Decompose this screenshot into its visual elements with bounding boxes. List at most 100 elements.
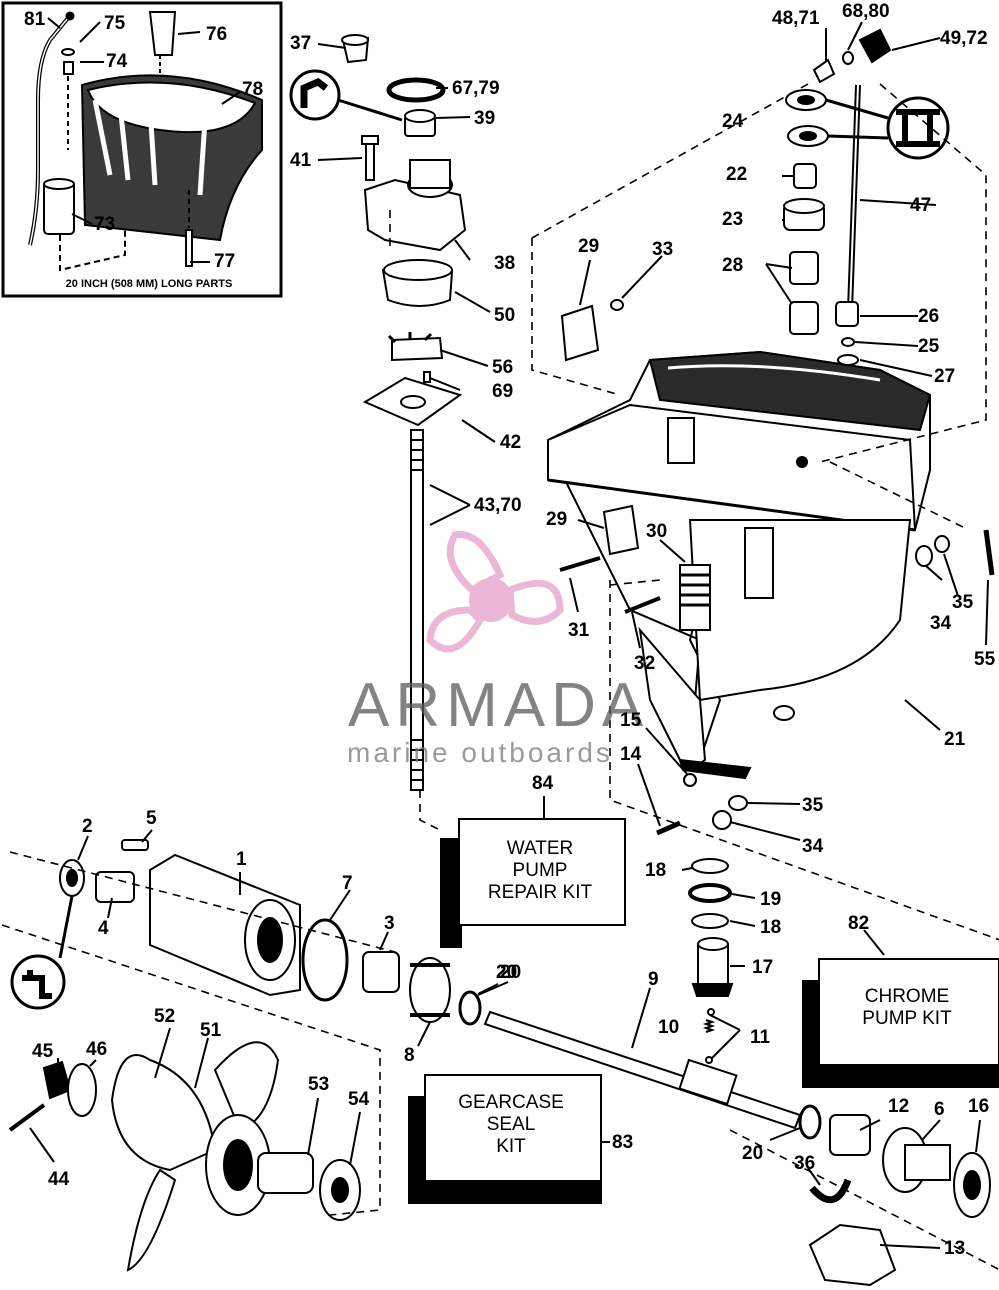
part-label-6: 6 <box>934 1099 945 1120</box>
part-label-76: 76 <box>206 24 228 45</box>
inset-grommet-75-74 <box>61 48 75 150</box>
kit-83-box: GEARCASE SEAL KIT <box>408 1074 602 1204</box>
part-label-28: 28 <box>722 255 744 276</box>
part-label-18-lower: 18 <box>760 917 782 938</box>
part-label-74: 74 <box>106 51 128 72</box>
part-label-10: 10 <box>658 1017 680 1038</box>
part-label-3: 3 <box>384 913 395 934</box>
kit-84-box: WATER PUMP REPAIR KIT <box>440 818 626 948</box>
kit-84-line-1: WATER <box>506 838 574 859</box>
inset-screw-77 <box>185 190 193 267</box>
part-label-37: 37 <box>290 33 312 54</box>
part-label-12: 12 <box>888 1096 910 1117</box>
part-label-53: 53 <box>308 1074 330 1095</box>
part-label-31: 31 <box>568 620 590 641</box>
part-label-25: 25 <box>918 336 940 357</box>
part-label-26: 26 <box>918 306 940 327</box>
part-label-7: 7 <box>342 873 353 894</box>
kit-82-line-1: CHROME <box>864 986 950 1007</box>
part-label-48-71: 48,71 <box>772 8 820 29</box>
inset-water-tube-81 <box>28 11 75 246</box>
part-label-52: 52 <box>154 1006 176 1027</box>
water-pump-stack <box>341 34 467 791</box>
part-label-23: 23 <box>722 209 744 230</box>
part-label-77: 77 <box>214 251 236 272</box>
sealant-callout-icon <box>289 69 403 122</box>
part-label-29-upper: 29 <box>578 236 600 257</box>
part-label-2: 2 <box>82 816 93 837</box>
kit-82-line-2: PUMP KIT <box>862 1008 952 1029</box>
kit-84-line-3: REPAIR KIT <box>487 882 593 903</box>
part-label-19: 19 <box>760 889 782 910</box>
kit-83-line-3: KIT <box>496 1136 526 1157</box>
bearing-callout-icon <box>825 96 950 160</box>
watermark-propeller-logo <box>426 531 564 653</box>
part-label-35-lower: 35 <box>802 795 824 816</box>
part-label-44: 44 <box>48 1169 70 1190</box>
kit-82-box: CHROME PUMP KIT <box>802 958 999 1088</box>
part-label-20-center: 20 <box>496 962 518 983</box>
lubricant-callout-icon <box>10 895 74 1010</box>
callout-leader-lines <box>29 17 989 1249</box>
kit-82-label: CHROME PUMP KIT <box>818 986 996 1030</box>
inset-sleeve-73 <box>43 178 126 272</box>
part-label-46: 46 <box>86 1039 108 1060</box>
part-label-67-79: 67,79 <box>452 78 500 99</box>
part-label-49-72: 49,72 <box>940 28 988 49</box>
inset-frame <box>1 1 283 298</box>
part-label-5: 5 <box>146 808 157 829</box>
part-label-55: 55 <box>974 649 996 670</box>
part-label-14: 14 <box>620 744 642 765</box>
part-label-21: 21 <box>944 729 966 750</box>
part-label-36: 36 <box>794 1153 816 1174</box>
part-label-16: 16 <box>968 1096 990 1117</box>
part-label-29-lower: 29 <box>546 509 568 530</box>
part-label-13: 13 <box>944 1238 966 1259</box>
part-label-34-right: 34 <box>930 613 952 634</box>
watermark-tagline: marine outboards <box>347 737 613 768</box>
part-label-32: 32 <box>634 653 656 674</box>
propeller-shaft-assembly <box>8 839 991 1287</box>
part-label-39: 39 <box>474 108 496 129</box>
part-label-82: 82 <box>848 913 870 934</box>
gearcase-housing <box>546 350 932 780</box>
part-label-17: 17 <box>752 957 774 978</box>
part-label-56: 56 <box>492 357 514 378</box>
kit-83-label: GEARCASE SEAL KIT <box>424 1092 598 1158</box>
part-label-20-right: 20 <box>742 1143 764 1164</box>
part-label-78: 78 <box>242 79 264 100</box>
part-label-69: 69 <box>492 381 514 402</box>
inset-tube-76 <box>148 11 177 75</box>
kit-83-line-2: SEAL <box>486 1114 536 1135</box>
part-label-20-left: 20 <box>500 962 522 983</box>
part-label-30: 30 <box>646 521 668 542</box>
part-label-38: 38 <box>494 253 516 274</box>
part-label-47: 47 <box>910 195 932 216</box>
part-label-1: 1 <box>236 849 247 870</box>
part-label-8: 8 <box>404 1045 415 1066</box>
assembly-leader-lines <box>1 83 999 1271</box>
part-label-50: 50 <box>494 305 516 326</box>
part-label-24: 24 <box>722 111 744 132</box>
inset-caption: 20 INCH (508 MM) LONG PARTS <box>65 278 233 290</box>
part-label-83: 83 <box>612 1132 634 1153</box>
part-label-34-lower: 34 <box>802 836 824 857</box>
kit-84-line-2: PUMP <box>512 860 568 881</box>
part-label-68-80: 68,80 <box>842 1 890 22</box>
part-label-27: 27 <box>934 366 956 387</box>
kit-83-line-1: GEARCASE <box>458 1092 564 1113</box>
part-label-81: 81 <box>24 9 46 30</box>
part-label-15: 15 <box>620 710 642 731</box>
part-label-35-right: 35 <box>952 592 974 613</box>
part-label-4: 4 <box>98 918 109 939</box>
upper-right-parts <box>559 28 995 836</box>
part-label-75: 75 <box>104 13 126 34</box>
part-label-18-upper: 18 <box>645 860 667 881</box>
part-label-73: 73 <box>94 214 116 235</box>
part-label-33: 33 <box>652 239 674 260</box>
part-label-45: 45 <box>32 1041 54 1062</box>
part-label-42: 42 <box>500 432 522 453</box>
part-label-41: 41 <box>290 150 312 171</box>
